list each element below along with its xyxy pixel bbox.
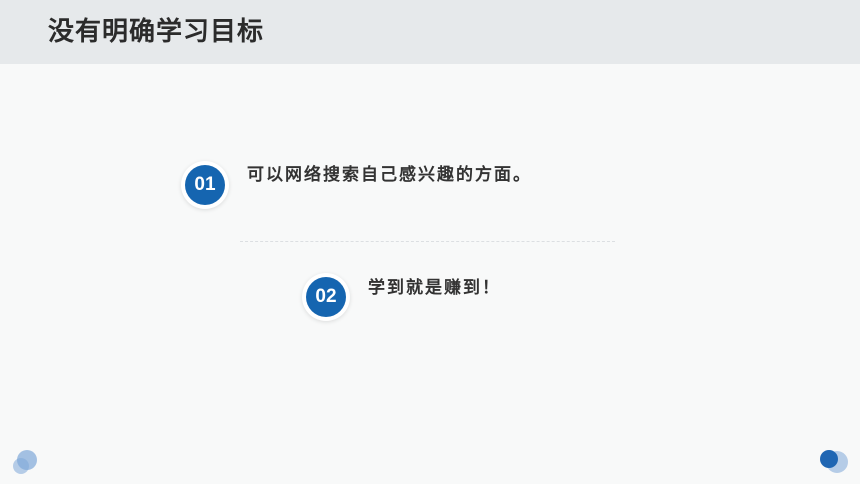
page-title: 没有明确学习目标 [48,17,265,47]
decorative-dot-icon [17,450,37,470]
decorative-dot-icon [820,450,838,468]
divider [240,241,615,242]
item-number-01: 01 [185,165,225,205]
item-number-02: 02 [306,277,346,317]
item-badge-02: 02 [302,273,350,321]
item-text-02: 学到就是赚到！ [368,278,501,298]
item-text-01: 可以网络搜索自己感兴趣的方面。 [247,165,532,185]
header-bar: 没有明确学习目标 [0,0,860,64]
item-badge-01: 01 [181,161,229,209]
